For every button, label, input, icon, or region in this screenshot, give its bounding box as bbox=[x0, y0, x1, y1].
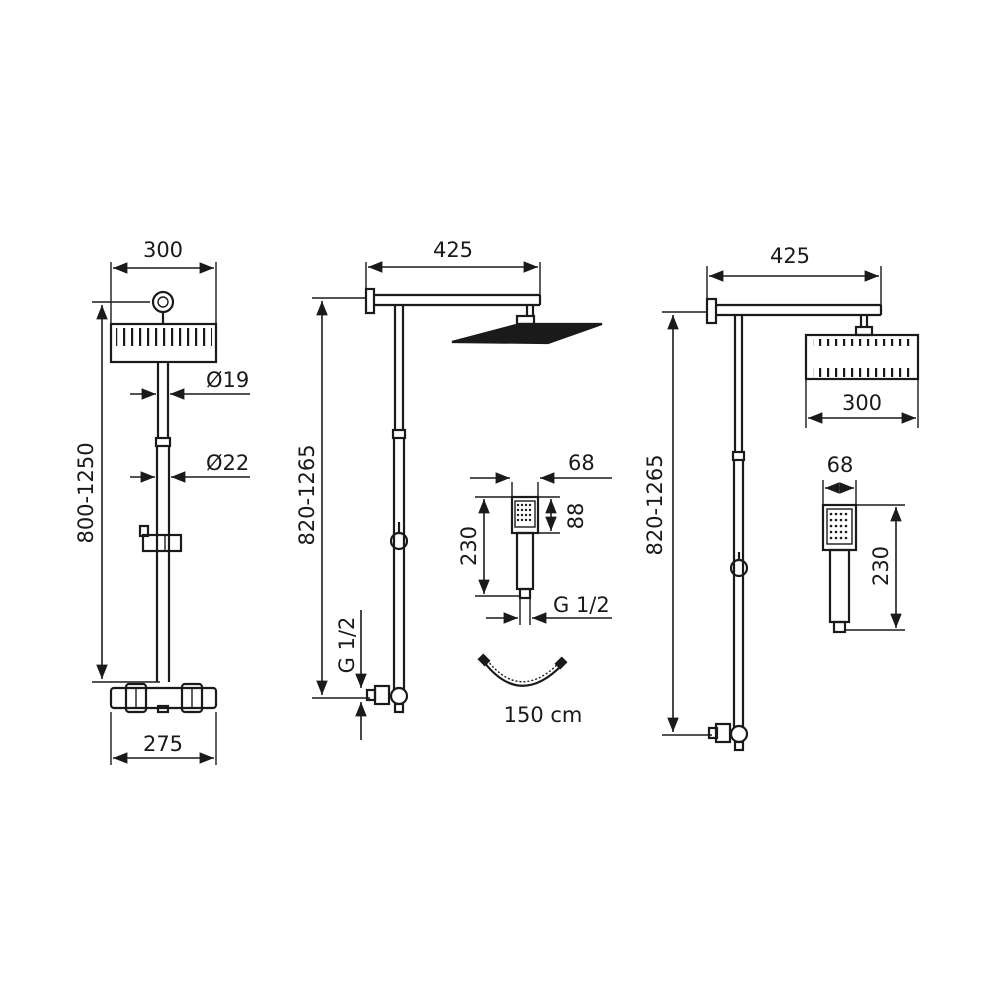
label-hand-length: 230 bbox=[457, 526, 481, 566]
label-hand-width: 68 bbox=[568, 451, 595, 475]
dim-diameter-22: Ø22 bbox=[130, 451, 250, 483]
dim-head-width: 300 bbox=[110, 238, 217, 324]
dim-hand-thread: G 1/2 bbox=[486, 593, 612, 625]
hand-shower-detail: 68 88 230 bbox=[457, 451, 612, 625]
label-hand-thread: G 1/2 bbox=[553, 593, 610, 617]
label-hand-head-height: 88 bbox=[564, 503, 588, 530]
label-valve-width: 275 bbox=[143, 732, 183, 756]
label-height-front: 800-1250 bbox=[74, 442, 98, 543]
dim-hand-length-2: 230 bbox=[845, 504, 905, 631]
shower-head-slim bbox=[451, 322, 603, 345]
side-view-1: 425 820-1265 bbox=[295, 238, 603, 740]
shower-head-side-2 bbox=[804, 333, 920, 381]
dim-inlet-thread-1: G 1/2 bbox=[335, 610, 367, 740]
dim-head-width-2: 300 bbox=[805, 379, 919, 428]
label-height-side-1: 820-1265 bbox=[295, 444, 319, 545]
dim-height-side-1: 820-1265 bbox=[295, 297, 370, 699]
label-head-width-2: 300 bbox=[842, 391, 882, 415]
dim-hand-length: 230 bbox=[457, 496, 520, 597]
label-diameter-19: Ø19 bbox=[206, 368, 249, 392]
front-view: 300 800-1250 Ø19 Ø bbox=[74, 238, 250, 765]
label-hand-width-2: 68 bbox=[827, 453, 854, 477]
inlet-valve-1 bbox=[365, 684, 409, 714]
dim-hand-width-2: 68 bbox=[822, 453, 857, 505]
label-hand-length-2: 230 bbox=[869, 546, 893, 586]
side-view-2: 425 300 820 bbox=[643, 244, 920, 752]
label-inlet-thread-1: G 1/2 bbox=[335, 617, 359, 674]
dim-hand-head-height: 88 bbox=[538, 496, 588, 534]
hand-shower-holder bbox=[138, 524, 183, 553]
dim-diameter-19: Ø19 bbox=[130, 368, 250, 400]
hose-detail: 150 cm bbox=[477, 653, 583, 727]
dim-height-front: 800-1250 bbox=[74, 301, 160, 683]
dim-height-side-2: 820-1265 bbox=[643, 311, 712, 736]
dim-arm-length-1: 425 bbox=[365, 238, 541, 300]
dim-valve-width: 275 bbox=[110, 712, 217, 765]
dim-hand-width: 68 bbox=[470, 451, 612, 497]
label-hose-length: 150 cm bbox=[504, 703, 583, 727]
label-height-side-2: 820-1265 bbox=[643, 454, 667, 555]
dim-arm-length-2: 425 bbox=[706, 244, 882, 305]
hand-shower-side-2: 68 230 bbox=[821, 453, 905, 634]
shower-head-front bbox=[109, 322, 218, 364]
thermostatic-valve bbox=[109, 682, 218, 714]
label-diameter-22: Ø22 bbox=[206, 451, 249, 475]
label-arm-length-2: 425 bbox=[770, 244, 810, 268]
label-head-width: 300 bbox=[143, 238, 183, 262]
hanger-ring bbox=[151, 290, 175, 314]
label-arm-length-1: 425 bbox=[433, 238, 473, 262]
inlet-valve-2 bbox=[707, 722, 749, 752]
